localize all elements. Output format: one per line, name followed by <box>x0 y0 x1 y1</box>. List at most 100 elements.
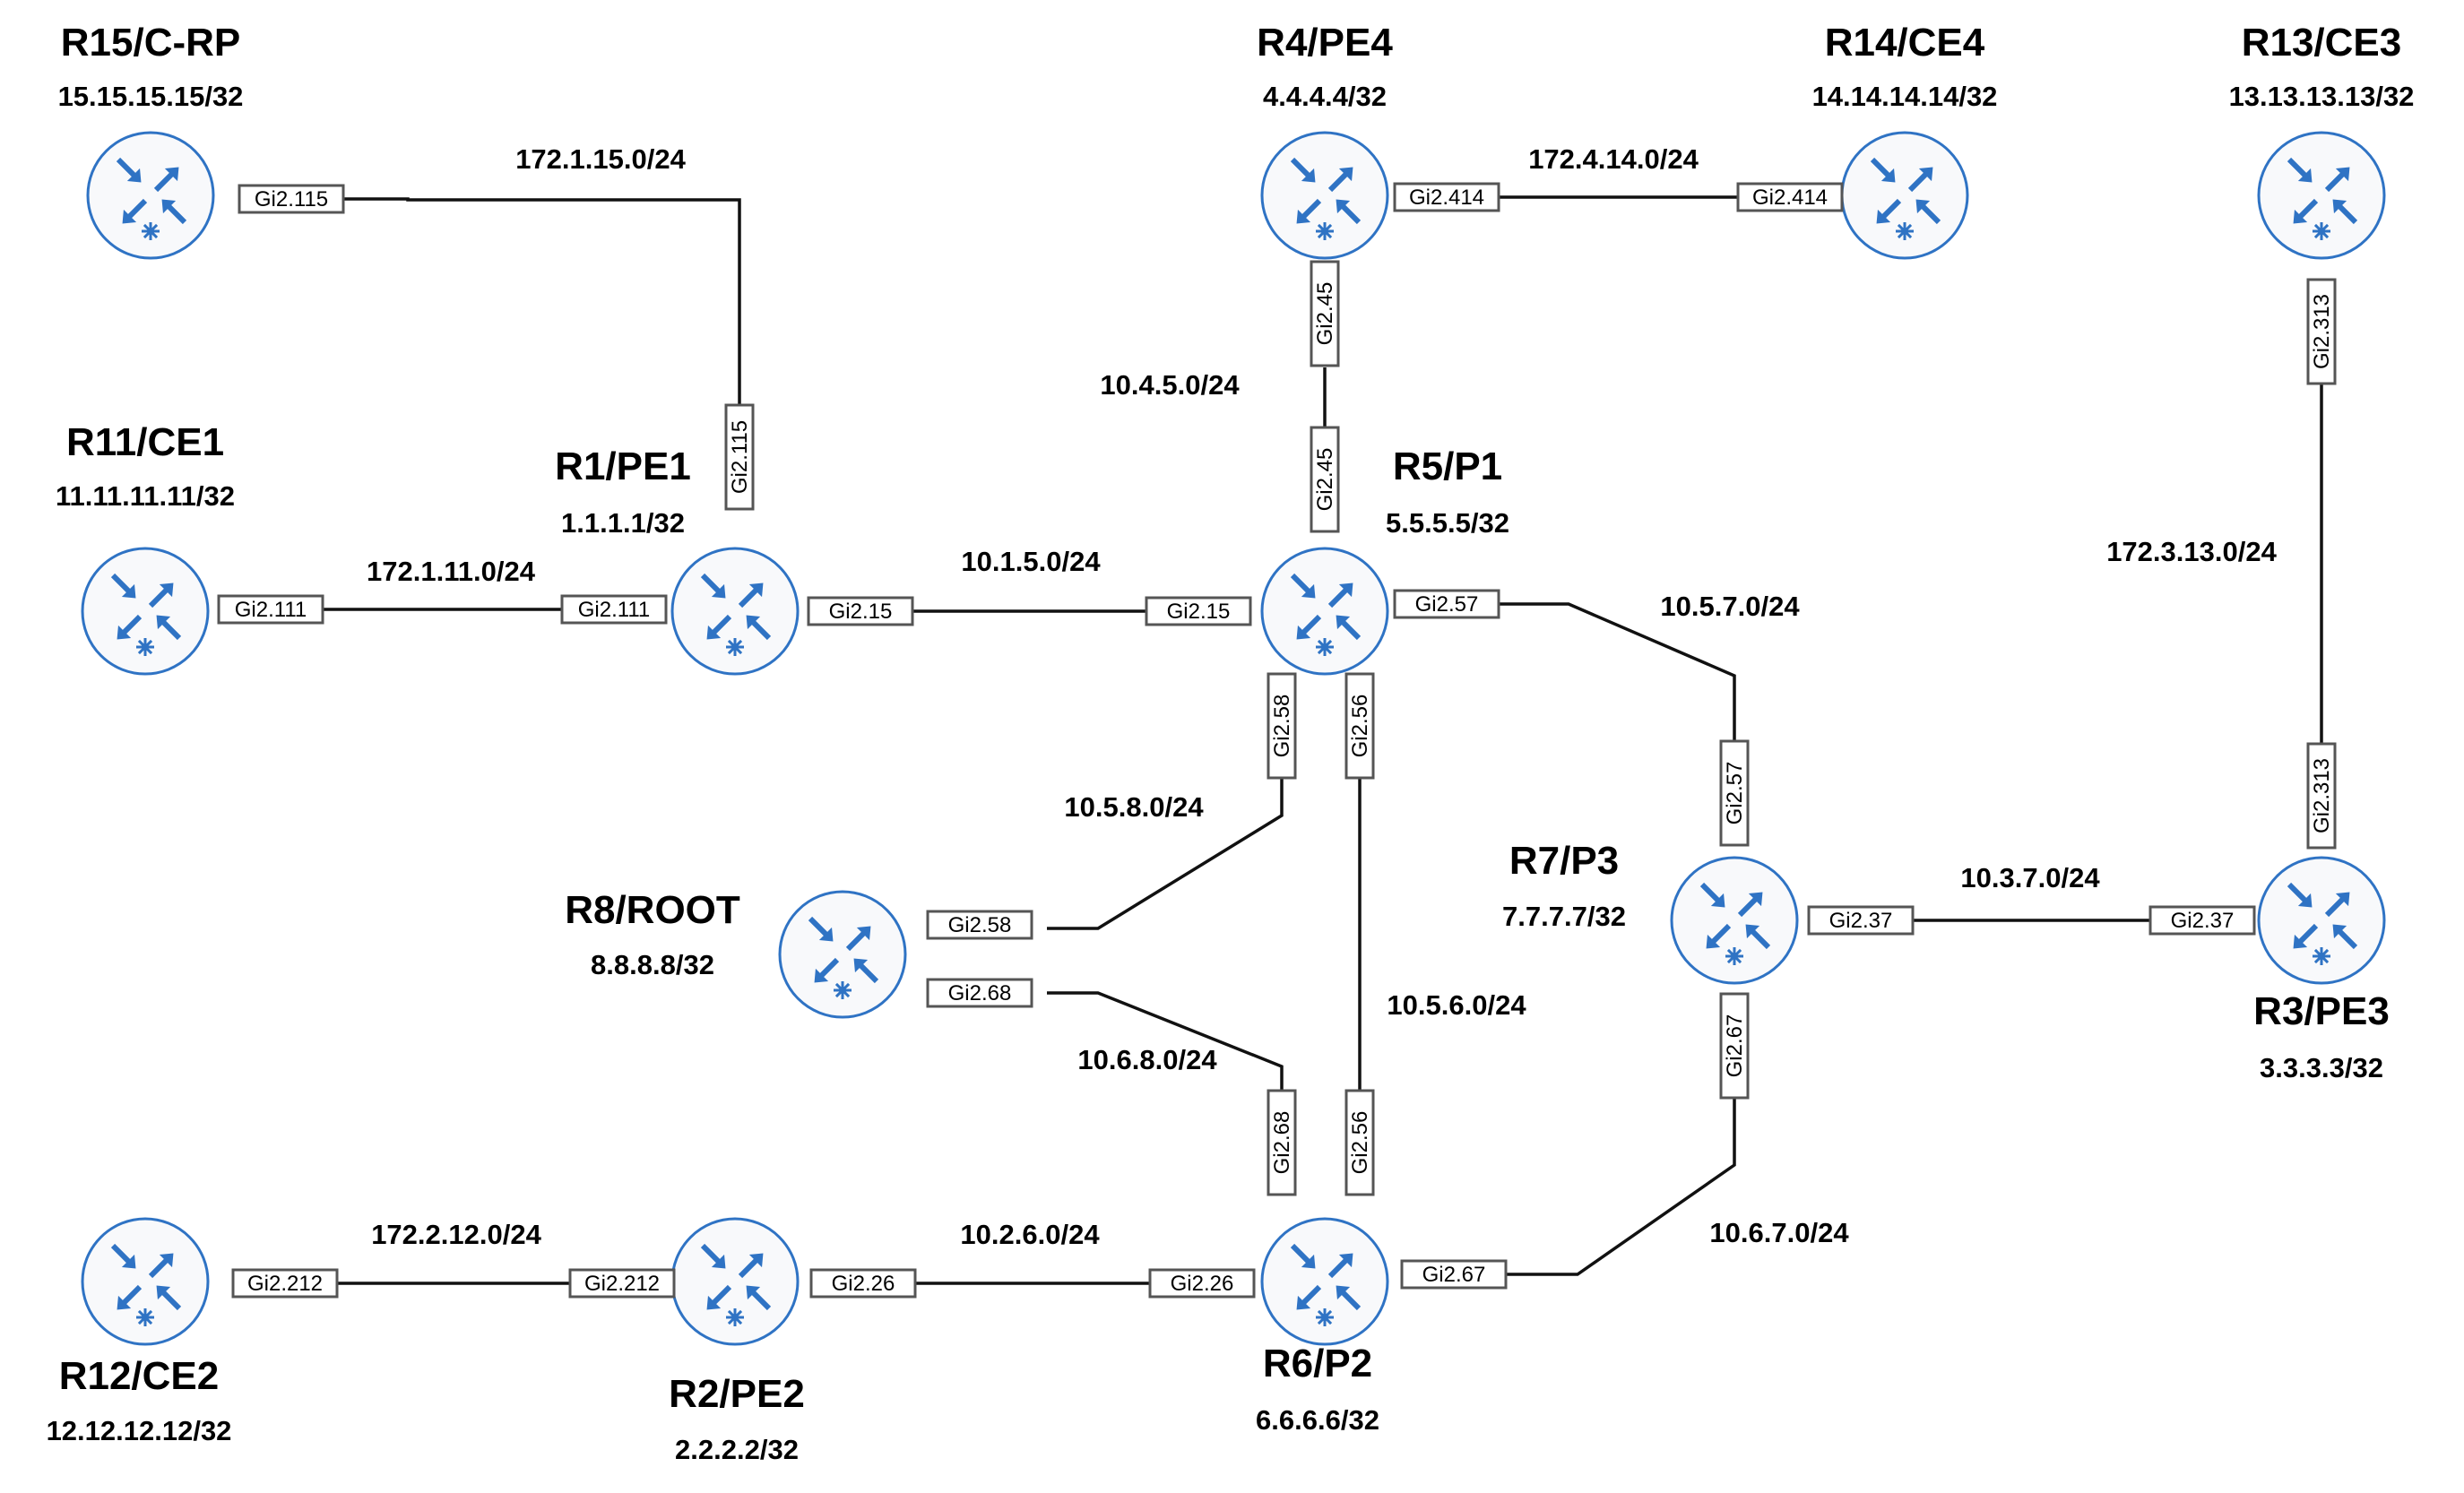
interface-label-l11_1-a: Gi2.111 <box>217 594 324 625</box>
interface-label-l12_2-a: Gi2.212 <box>231 1268 339 1299</box>
router-icon <box>1260 547 1389 676</box>
interface-text: Gi2.26 <box>1171 1272 1234 1296</box>
router-r3[interactable] <box>2257 856 2386 985</box>
interface-text: Gi2.212 <box>584 1272 660 1296</box>
interface-text: Gi2.58 <box>948 913 1012 937</box>
router-name-r3: R3/PE3 <box>2253 989 2390 1033</box>
router-loopback-r4: 4.4.4.4/32 <box>1263 81 1387 112</box>
links-layer <box>287 195 2323 1285</box>
interface-text: Gi2.58 <box>1270 695 1294 758</box>
interface-text: Gi2.414 <box>1752 186 1828 210</box>
router-loopback-r7: 7.7.7.7/32 <box>1502 901 1626 932</box>
interface-box <box>1344 1089 1375 1196</box>
subnet-label-l7_6: 10.6.7.0/24 <box>1709 1217 1849 1248</box>
interface-text: Gi2.68 <box>948 981 1012 1005</box>
router-r2[interactable] <box>670 1217 800 1346</box>
interface-label-l5_6-a: Gi2.56 <box>1344 672 1375 780</box>
router-loopback-r15: 15.15.15.15/32 <box>58 81 244 112</box>
interface-text: Gi2.15 <box>1167 600 1231 624</box>
interface-box <box>1145 596 1252 626</box>
interface-text: Gi2.67 <box>1422 1263 1486 1287</box>
router-name-r15: R15/C-RP <box>61 21 241 65</box>
interface-label-l7_3-b: Gi2.37 <box>2148 905 2256 936</box>
router-icon <box>81 547 210 676</box>
interface-box <box>1736 182 1844 212</box>
router-r13[interactable] <box>2257 131 2386 260</box>
router-r5[interactable] <box>1260 547 1389 676</box>
subnet-label-l5_7: 10.5.7.0/24 <box>1660 591 1800 622</box>
interface-text: Gi2.115 <box>255 187 328 211</box>
router-name-r5: R5/P1 <box>1393 444 1502 488</box>
router-r11[interactable] <box>81 547 210 676</box>
interface-box <box>926 978 1033 1008</box>
link-l6_8 <box>1047 991 1284 1093</box>
interface-box <box>724 403 755 511</box>
interface-box <box>1310 260 1340 367</box>
subnet-label-l15_1: 172.1.15.0/24 <box>515 143 686 175</box>
interface-label-l5_7-b: Gi2.57 <box>1719 739 1750 847</box>
router-icon <box>2257 131 2386 260</box>
router-icon <box>1840 131 1969 260</box>
subnet-label-l12_2: 172.2.12.0/24 <box>371 1219 541 1250</box>
router-loopback-r14: 14.14.14.14/32 <box>1812 81 1998 112</box>
router-icon <box>670 547 800 676</box>
router-r8[interactable] <box>778 890 907 1019</box>
interface-label-l1_5-a: Gi2.15 <box>807 596 914 626</box>
interface-label-l7_3-a: Gi2.37 <box>1807 905 1915 936</box>
subnet-label-l2_6: 10.2.6.0/24 <box>960 1219 1100 1250</box>
router-name-r4: R4/PE4 <box>1257 21 1393 65</box>
link-l15_1 <box>323 197 741 426</box>
interface-text: Gi2.414 <box>1409 186 1484 210</box>
interface-box <box>238 184 345 214</box>
interface-box <box>568 1268 676 1299</box>
interface-box <box>1310 426 1340 533</box>
router-name-r11: R11/CE1 <box>66 420 224 464</box>
router-loopback-r6: 6.6.6.6/32 <box>1256 1404 1379 1436</box>
router-r12[interactable] <box>81 1217 210 1346</box>
interface-box <box>1344 672 1375 780</box>
interface-text: Gi2.67 <box>1723 1014 1747 1078</box>
interface-text: Gi2.111 <box>578 598 651 622</box>
interface-text: Gi2.45 <box>1313 282 1337 346</box>
interface-text: Gi2.57 <box>1415 592 1479 617</box>
router-loopback-r5: 5.5.5.5/32 <box>1386 507 1509 539</box>
interface-box <box>1267 1089 1297 1196</box>
interface-text: Gi2.45 <box>1313 448 1337 512</box>
router-r15[interactable] <box>86 131 215 260</box>
router-r7[interactable] <box>1670 856 1799 985</box>
router-loopback-r2: 2.2.2.2/32 <box>675 1434 799 1465</box>
labels-layer: 172.1.15.0/24Gi2.115Gi2.115172.1.11.0/24… <box>47 21 2415 1465</box>
router-loopback-r8: 8.8.8.8/32 <box>591 949 714 980</box>
interface-text: Gi2.111 <box>235 598 307 622</box>
interface-label-l13_3-b: Gi2.313 <box>2306 742 2337 850</box>
router-icon <box>86 131 215 260</box>
interface-label-l4_14-a: Gi2.414 <box>1393 182 1500 212</box>
interface-text: Gi2.115 <box>728 420 752 494</box>
router-icon <box>778 890 907 1019</box>
subnet-label-l4_5: 10.4.5.0/24 <box>1100 369 1240 401</box>
link-l5_8 <box>1047 771 1284 930</box>
router-loopback-r12: 12.12.12.12/32 <box>47 1415 232 1446</box>
router-icon <box>1260 131 1389 260</box>
router-r6[interactable] <box>1260 1217 1389 1346</box>
interface-text: Gi2.212 <box>247 1272 323 1296</box>
interface-label-l4_14-b: Gi2.414 <box>1736 182 1844 212</box>
interface-label-l7_6-a: Gi2.67 <box>1719 992 1750 1100</box>
interface-label-l12_2-b: Gi2.212 <box>568 1268 676 1299</box>
interface-box <box>1393 182 1500 212</box>
router-r4[interactable] <box>1260 131 1389 260</box>
subnet-label-l1_5: 10.1.5.0/24 <box>961 546 1101 577</box>
router-name-r1: R1/PE1 <box>555 444 691 488</box>
interface-label-l15_1-b: Gi2.115 <box>724 403 755 511</box>
interface-label-l13_3-a: Gi2.313 <box>2306 278 2337 385</box>
router-name-r12: R12/CE2 <box>59 1354 220 1398</box>
router-r14[interactable] <box>1840 131 1969 260</box>
subnet-label-l11_1: 172.1.11.0/24 <box>367 556 536 587</box>
router-icon <box>1260 1217 1389 1346</box>
interface-text: Gi2.68 <box>1270 1111 1294 1175</box>
link-l7_6 <box>1501 1098 1736 1276</box>
router-r1[interactable] <box>670 547 800 676</box>
interface-box <box>2306 742 2337 850</box>
subnet-label-l13_3: 172.3.13.0/24 <box>2106 536 2277 567</box>
interface-text: Gi2.313 <box>2310 294 2334 369</box>
